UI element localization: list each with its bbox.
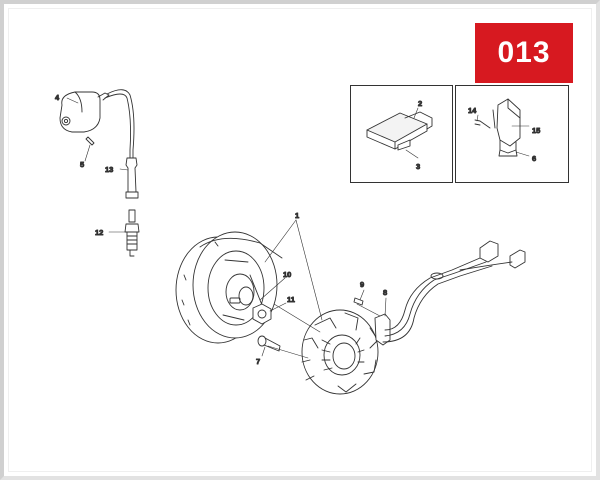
wiring-harness-part <box>382 240 526 343</box>
flywheel-nut-part <box>252 303 272 325</box>
flywheel-part <box>175 231 283 344</box>
callout-12: 12 <box>95 228 103 237</box>
spark-plug-part <box>124 209 140 257</box>
callout-8: 8 <box>383 288 387 297</box>
stator-screw-part <box>257 335 281 352</box>
callout-9: 9 <box>360 280 364 289</box>
callout-4: 4 <box>55 93 60 102</box>
callout-5: 5 <box>80 160 84 169</box>
spark-plug-cap-part <box>104 89 139 199</box>
callout-10: 10 <box>283 270 291 279</box>
callout-6: 6 <box>532 154 536 163</box>
callout-3: 3 <box>416 162 420 171</box>
callout-14: 14 <box>468 106 477 115</box>
stator-part <box>301 309 379 395</box>
callout-15: 15 <box>532 126 540 135</box>
leader-lines <box>66 97 530 359</box>
callout-1: 1 <box>295 211 299 220</box>
regulator-part <box>474 98 521 157</box>
callout-7: 7 <box>256 357 260 366</box>
page-number-badge: 013 <box>475 23 573 83</box>
callout-11: 11 <box>287 295 295 304</box>
ignition-coil-part <box>59 91 110 146</box>
cdi-unit-part <box>366 111 433 151</box>
page-number: 013 <box>497 36 551 69</box>
callout-13: 13 <box>105 165 113 174</box>
callout-2: 2 <box>418 99 422 108</box>
